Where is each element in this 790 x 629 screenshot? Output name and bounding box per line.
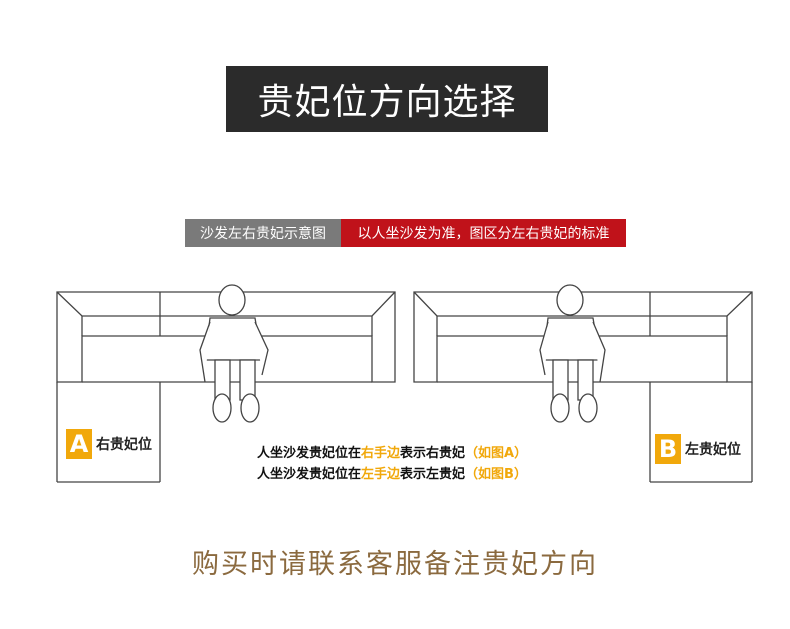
sofa-a <box>56 291 396 483</box>
label-a-text: 右贵妃位 <box>96 437 152 453</box>
person-b <box>539 284 606 423</box>
page-title: 贵妃位方向选择 <box>226 66 548 132</box>
explain-line-1: 人坐沙发贵妃位在右手边表示右贵妃（如图A） <box>257 446 528 461</box>
label-b-text: 左贵妃位 <box>685 442 741 458</box>
label-b: B 左贵妃位 <box>655 434 741 464</box>
explain-line-2: 人坐沙发贵妃位在左手边表示左贵妃（如图B） <box>257 467 527 482</box>
person-a <box>199 284 269 423</box>
footer-note: 购买时请联系客服备注贵妃方向 <box>192 549 598 580</box>
sofa-b <box>413 291 753 483</box>
banner-right: 以人坐沙发为准，图区分左右贵妃的标准 <box>341 219 626 247</box>
banner-left: 沙发左右贵妃示意图 <box>185 219 341 247</box>
label-a: A 右贵妃位 <box>66 429 152 459</box>
letter-a-badge: A <box>66 429 92 459</box>
letter-b-badge: B <box>655 434 681 464</box>
